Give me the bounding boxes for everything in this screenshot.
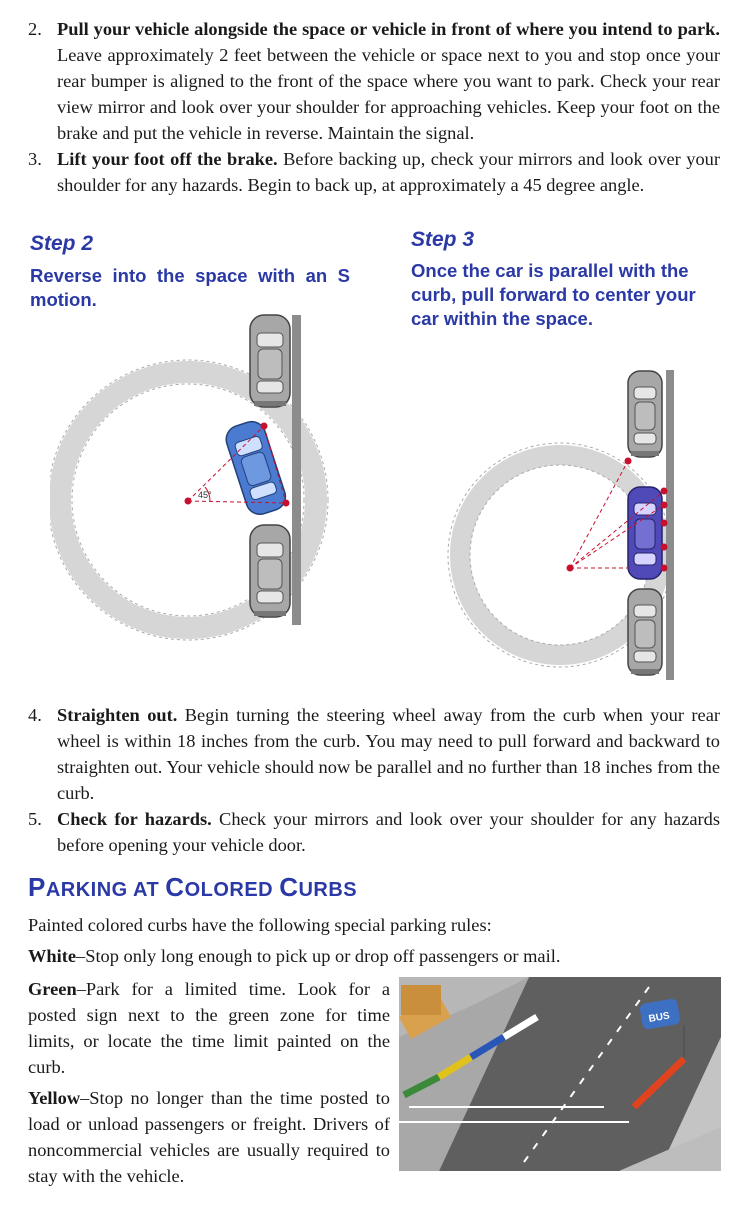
- curb: [666, 370, 674, 680]
- rule-yellow: Yellow–Stop no longer than the time post…: [28, 1085, 390, 1189]
- step-text: Before backing up, check your mirrors an…: [57, 149, 720, 195]
- step-body: Lift your foot off the brake. Before bac…: [57, 146, 720, 198]
- rule-text: –Stop no longer than the time posted to …: [28, 1088, 390, 1186]
- step-lead: Lift your foot off the brake.: [57, 149, 278, 169]
- step-body: Check for hazards. Check your mirrors an…: [57, 806, 720, 858]
- step-text: Check your mirrors and look over your sh…: [57, 809, 720, 855]
- rule-color: Yellow: [28, 1088, 81, 1108]
- step-number: 5.: [28, 809, 42, 829]
- step-lead: Check for hazards.: [57, 809, 212, 829]
- step-lead: Straighten out.: [57, 705, 178, 725]
- diagram-step2-description: Reverse into the space with an S motion.: [30, 265, 350, 310]
- parked-car-front: [627, 370, 663, 458]
- step-number: 3.: [28, 149, 42, 169]
- parallel-parking-step3-diagram: [447, 370, 674, 680]
- step-text: Leave approximately 2 feet between the v…: [57, 45, 720, 143]
- curb: [292, 315, 301, 625]
- reversing-car-blue: [225, 420, 287, 516]
- step-body: Straighten out. Begin turning the steeri…: [57, 702, 720, 806]
- instruction-step-2: 2. Pull your vehicle alongside the space…: [28, 16, 720, 146]
- rule-color: White: [28, 946, 77, 966]
- step-lead: Pull your vehicle alongside the space or…: [57, 19, 720, 39]
- diagram-step2-title: Step 2: [30, 232, 94, 255]
- parked-car-rear: [627, 588, 663, 676]
- instruction-step-5: 5. Check for hazards. Check your mirrors…: [28, 806, 720, 858]
- rule-green: Green–Park for a limited time. Look for …: [28, 976, 390, 1080]
- step-number: 2.: [28, 19, 42, 39]
- colored-curbs-illustration: BUS: [399, 977, 721, 1171]
- angle-label: 45°: [198, 490, 212, 500]
- rule-text: –Park for a limited time. Look for a pos…: [28, 979, 390, 1077]
- step-body: Pull your vehicle alongside the space or…: [57, 16, 720, 146]
- rule-text: –Stop only long enough to pick up or dro…: [76, 946, 561, 966]
- diagram-step3-title: Step 3: [411, 228, 475, 251]
- parked-car-front: [249, 314, 291, 408]
- rule-white: White–Stop only long enough to pick up o…: [28, 943, 720, 969]
- instruction-step-4: 4. Straighten out. Begin turning the ste…: [28, 702, 720, 806]
- parked-car-rear: [249, 524, 291, 618]
- instruction-step-3: 3. Lift your foot off the brake. Before …: [28, 146, 720, 198]
- step-text: Begin turning the steering wheel away fr…: [57, 705, 720, 803]
- centered-car-purple: [627, 486, 663, 580]
- bus-sign-label: BUS: [648, 1010, 671, 1025]
- section-intro: Painted colored curbs have the following…: [28, 915, 492, 935]
- parallel-parking-step2-diagram: 45°: [50, 314, 329, 641]
- diagram-step3-description: Once the car is parallel with the curb, …: [411, 260, 696, 329]
- rule-color: Green: [28, 979, 77, 999]
- section-title: PARKING AT COLORED CURBS: [28, 872, 358, 902]
- step-number: 4.: [28, 705, 42, 725]
